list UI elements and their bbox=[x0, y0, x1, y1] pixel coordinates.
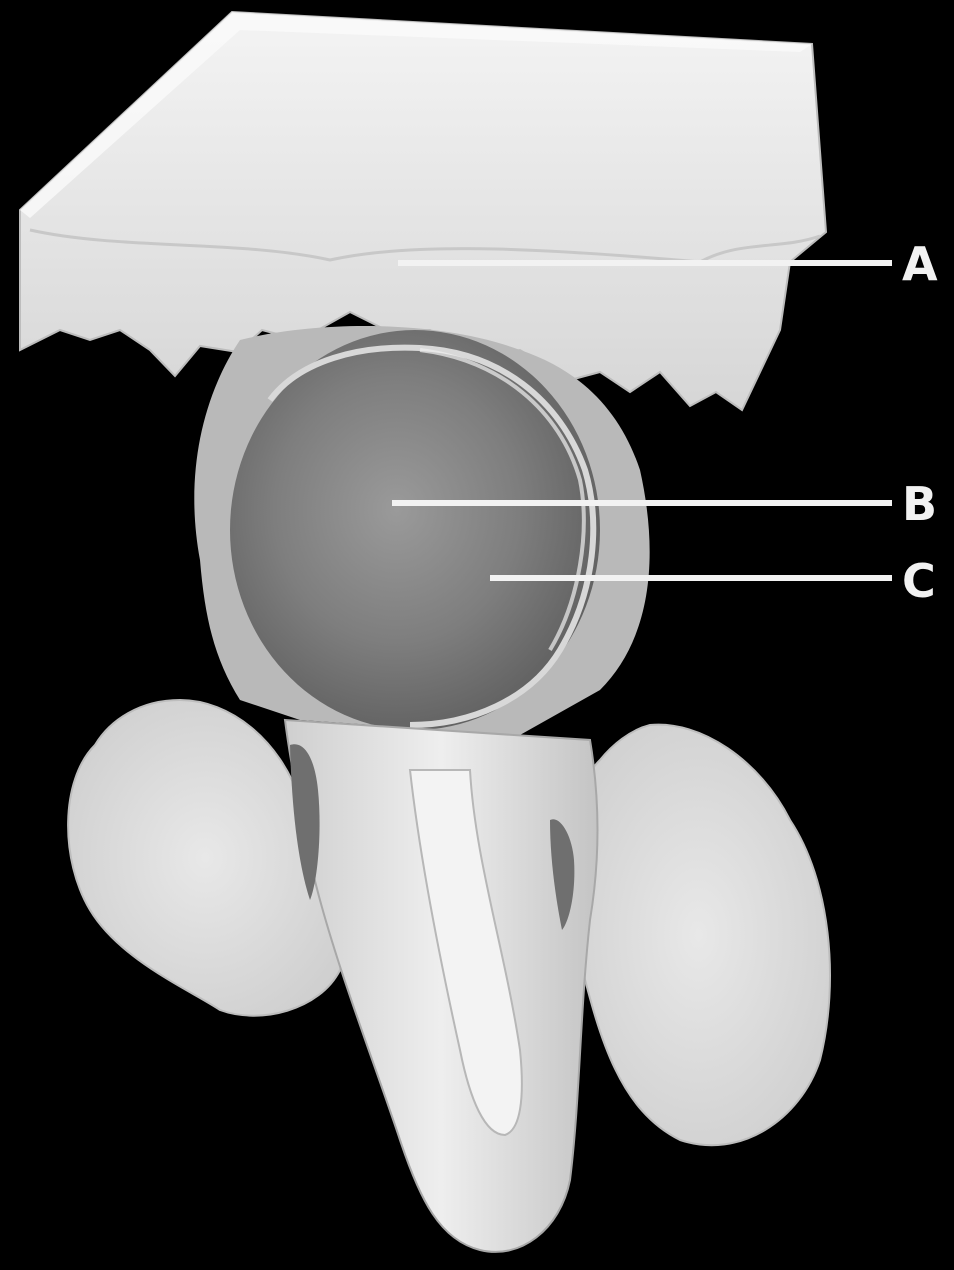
label-a: A bbox=[902, 237, 938, 291]
tooth-sac bbox=[230, 330, 600, 730]
label-b: B bbox=[902, 477, 937, 531]
label-c: C bbox=[902, 554, 936, 608]
